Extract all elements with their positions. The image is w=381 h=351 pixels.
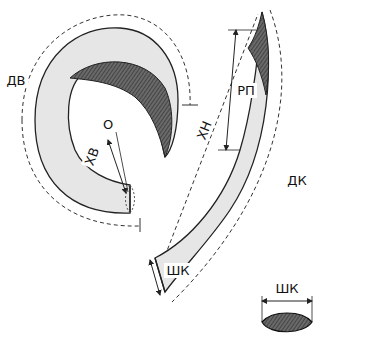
dimension-label: ДВ: [4, 73, 27, 88]
dimension-label: РП: [235, 83, 257, 98]
dimension-label: ШК: [273, 281, 300, 296]
dimension-label: ШК: [164, 263, 191, 278]
part-label: О: [101, 117, 115, 132]
dimension-label: ДК: [285, 173, 308, 188]
dimension-label: ХВ: [81, 143, 103, 169]
dimension-label: ХН: [193, 117, 215, 144]
